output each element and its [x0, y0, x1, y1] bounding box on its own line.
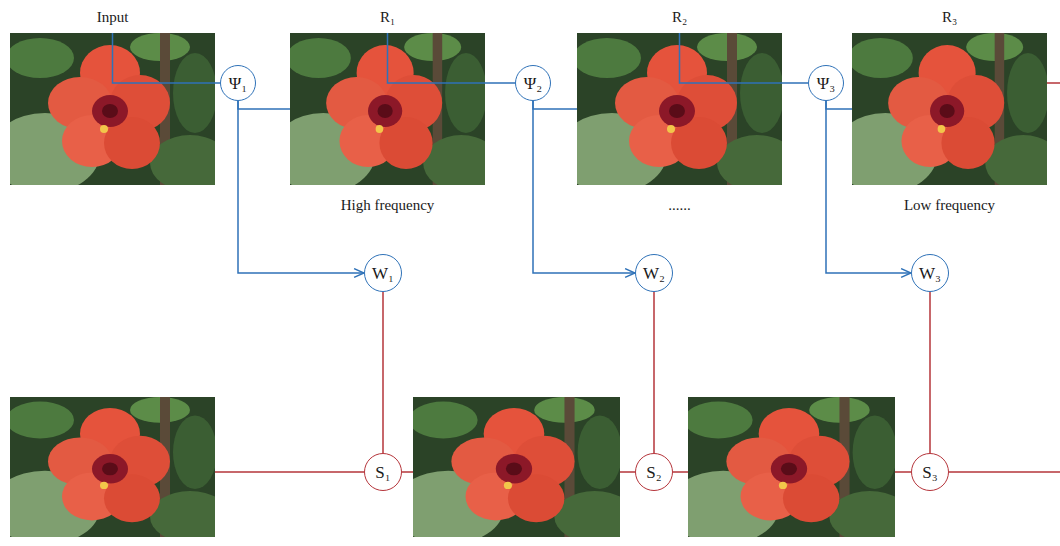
- operator-symbol: Ψ₂: [524, 75, 542, 92]
- image-panel: R₂......: [577, 33, 782, 185]
- panel-caption: ......: [557, 197, 802, 214]
- operator-circle: S₁: [364, 453, 402, 491]
- operator-circle: W₂: [635, 254, 673, 292]
- connector: [238, 101, 290, 109]
- connector: [533, 101, 635, 273]
- operator-symbol: W₃: [919, 265, 941, 282]
- connector: [826, 101, 852, 109]
- operator-circle: W₁: [364, 254, 402, 292]
- operator-circle: S₃: [911, 453, 949, 491]
- operator-symbol: S₃: [922, 464, 937, 481]
- operator-circle: Ψ₁: [220, 65, 256, 101]
- panel-title: R₁: [270, 9, 505, 26]
- operator-circle: Ψ₂: [515, 65, 551, 101]
- connector: [680, 33, 809, 83]
- panel-title: R₃: [832, 9, 1060, 26]
- image-panel: R₃Low frequency: [852, 33, 1047, 185]
- panel-title: Input: [0, 9, 235, 26]
- connector: [382, 292, 384, 453]
- operator-circle: W₃: [911, 254, 949, 292]
- connector: [653, 292, 655, 453]
- operator-symbol: Ψ₁: [229, 75, 247, 92]
- connector: [826, 101, 911, 273]
- operator-symbol: W₁: [372, 265, 394, 282]
- image-panel: R₁High frequency: [290, 33, 485, 185]
- connector: [929, 292, 931, 453]
- panel-caption: Low frequency: [832, 197, 1060, 214]
- panel-caption: High frequency: [270, 197, 505, 214]
- image-panel: Input: [10, 33, 215, 185]
- operator-circle: S₂: [635, 453, 673, 491]
- operator-symbol: S₂: [646, 464, 661, 481]
- operator-circle: Ψ₃: [808, 65, 844, 101]
- connector: [533, 101, 577, 109]
- connector: [238, 101, 364, 273]
- operator-symbol: W₂: [643, 265, 665, 282]
- panel-title: R₂: [557, 9, 802, 26]
- connector: [113, 33, 221, 83]
- operator-symbol: S₁: [375, 464, 390, 481]
- operator-symbol: Ψ₃: [817, 75, 835, 92]
- connector: [388, 33, 516, 83]
